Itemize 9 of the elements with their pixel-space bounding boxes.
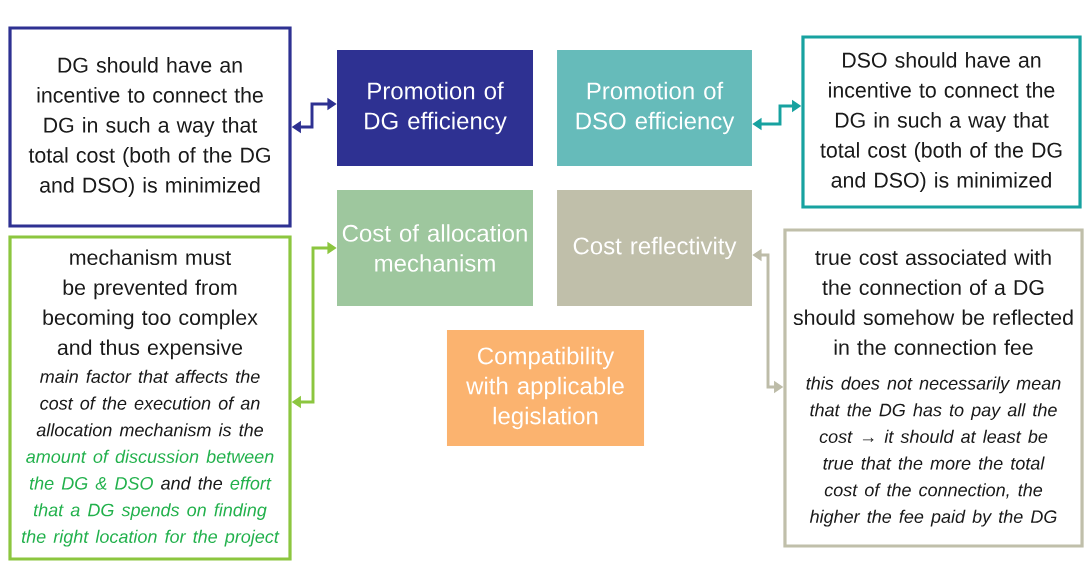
category-box: Cost of allocation mechanism (337, 190, 533, 306)
text-box: mechanism must be prevented from becoming too complex and thus expensive main factor that affects the cost of the execution of an allocation mechanism is the amount of discussion between the DG & DSO and the effort that a DG spends on finding the right location for the project (8, 235, 292, 561)
text-box: DSO should have an incentive to connect the DG in such a way that total cost (both of the DG and DSO) is minimized (801, 35, 1082, 209)
category-box: Promotion of DG efficiency (337, 50, 533, 166)
category-box: Cost reflectivity (557, 190, 752, 306)
category-box: Compatibility with applicable legislation (446, 330, 645, 446)
category-box: Promotion of DSO efficiency (557, 50, 752, 166)
text-box: true cost associated with the connection of a DG should somehow be reflected in the connection fee this does not necessarily mean that the DG has to pay all the cost → it should at least be true that the more the total cost of the connection, the higher the fee paid by the DG (783, 228, 1084, 548)
text-box: DG should have an incentive to connect the DG in such a way that total cost (both of the DG and DSO) is minimized (8, 26, 292, 228)
